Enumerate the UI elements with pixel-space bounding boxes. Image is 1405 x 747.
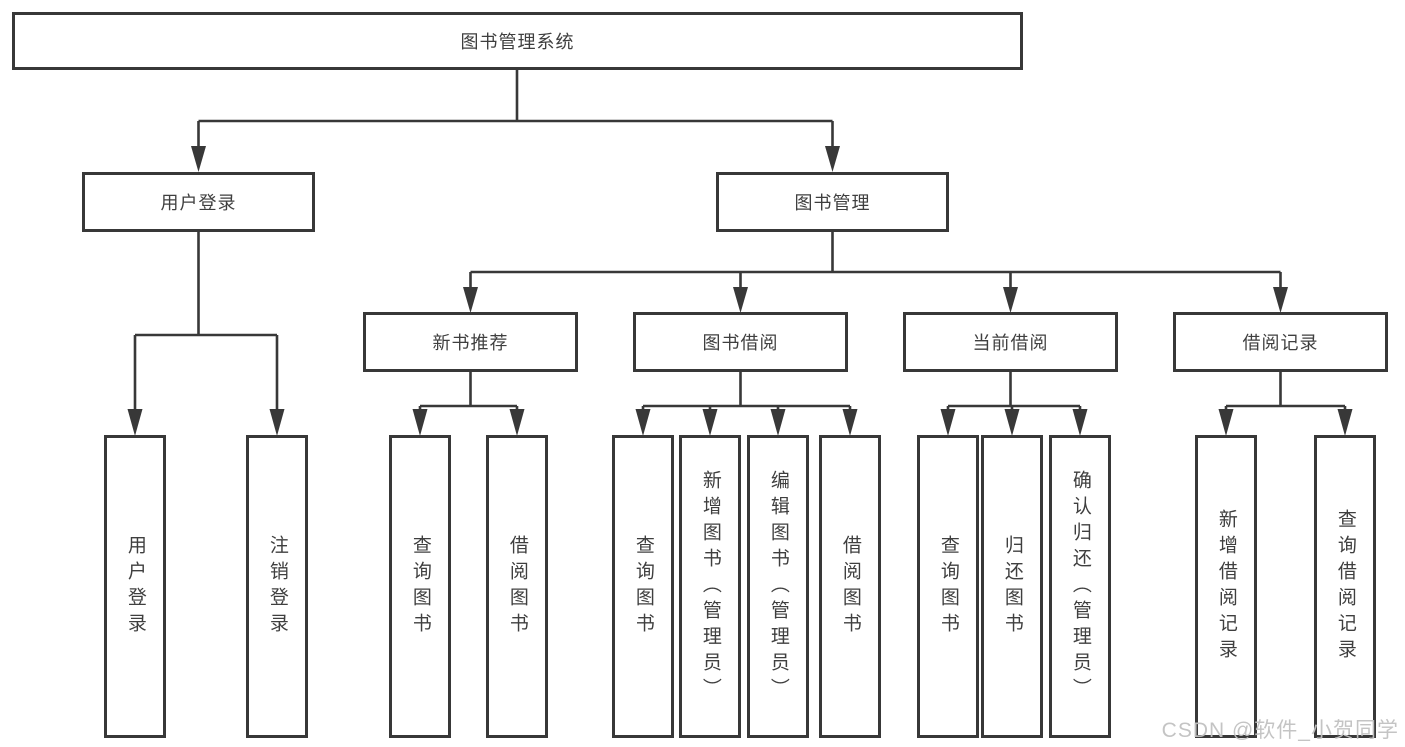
books-connector [469,230,1282,291]
leaf-query-books-borrow-label: 查询图书 [632,534,654,639]
leaf-borrow-books-recommend-label: 借阅图书 [506,534,528,639]
leaf-query-books-current: 查询图书 [917,435,979,738]
leaf-add-borrow-record: 新增借阅记录 [1195,435,1257,738]
leaf-query-borrow-record: 查询借阅记录 [1314,435,1376,738]
node-borrowing-records: 借阅记录 [1173,312,1388,372]
leaf-query-borrow-record-label: 查询借阅记录 [1334,508,1356,665]
node-borrowing-records-label: 借阅记录 [1242,333,1319,353]
leaf-return-books: 归还图书 [981,435,1043,738]
leaf-confirm-return-admin: 确认归还（管理员） [1049,435,1111,738]
leaf-add-borrow-record-label: 新增借阅记录 [1215,508,1237,665]
leaf-return-books-label: 归还图书 [1001,534,1023,639]
node-book-management: 图书管理 [716,172,949,232]
node-current-borrowing-label: 当前借阅 [972,333,1049,353]
node-new-book-recommend: 新书推荐 [363,312,578,372]
leaf-edit-book-admin: 编辑图书（管理员） [747,435,809,738]
node-library-system-label: 图书管理系统 [460,32,575,52]
leaf-logout-label: 注销登录 [266,534,288,639]
node-library-system: 图书管理系统 [12,12,1023,70]
leaf-query-books-recommend: 查询图书 [389,435,451,738]
leaf-user-login: 用户登录 [104,435,166,738]
records-connector [1224,370,1347,414]
node-book-borrowing: 图书借阅 [633,312,848,372]
leaf-edit-book-admin-label: 编辑图书（管理员） [767,469,789,704]
leaf-query-books-current-label: 查询图书 [937,534,959,639]
leaf-query-books-recommend-label: 查询图书 [409,534,431,639]
leaf-add-book-admin: 新增图书（管理员） [679,435,741,738]
leaf-borrow-books: 借阅图书 [819,435,881,738]
leaf-user-login-label: 用户登录 [124,534,146,639]
root-connector [197,68,834,150]
node-user-login-label: 用户登录 [160,193,237,213]
node-book-management-label: 图书管理 [794,193,871,213]
leaf-logout: 注销登录 [246,435,308,738]
leaf-borrow-books-recommend: 借阅图书 [486,435,548,738]
leaf-confirm-return-admin-label: 确认归还（管理员） [1069,469,1091,704]
node-current-borrowing: 当前借阅 [903,312,1118,372]
login-connector [133,230,279,414]
leaf-query-books-borrow: 查询图书 [612,435,674,738]
node-new-book-recommend-label: 新书推荐 [432,333,509,353]
watermark: CSDN @软件_小贺同学 [1161,719,1399,742]
leaf-add-book-admin-label: 新增图书（管理员） [699,469,721,704]
node-user-login: 用户登录 [82,172,315,232]
node-book-borrowing-label: 图书借阅 [702,333,779,353]
newbook-connector [418,370,519,414]
leaf-borrow-books-label: 借阅图书 [839,534,861,639]
borrow-connector [641,370,852,414]
current-connector [946,370,1082,414]
